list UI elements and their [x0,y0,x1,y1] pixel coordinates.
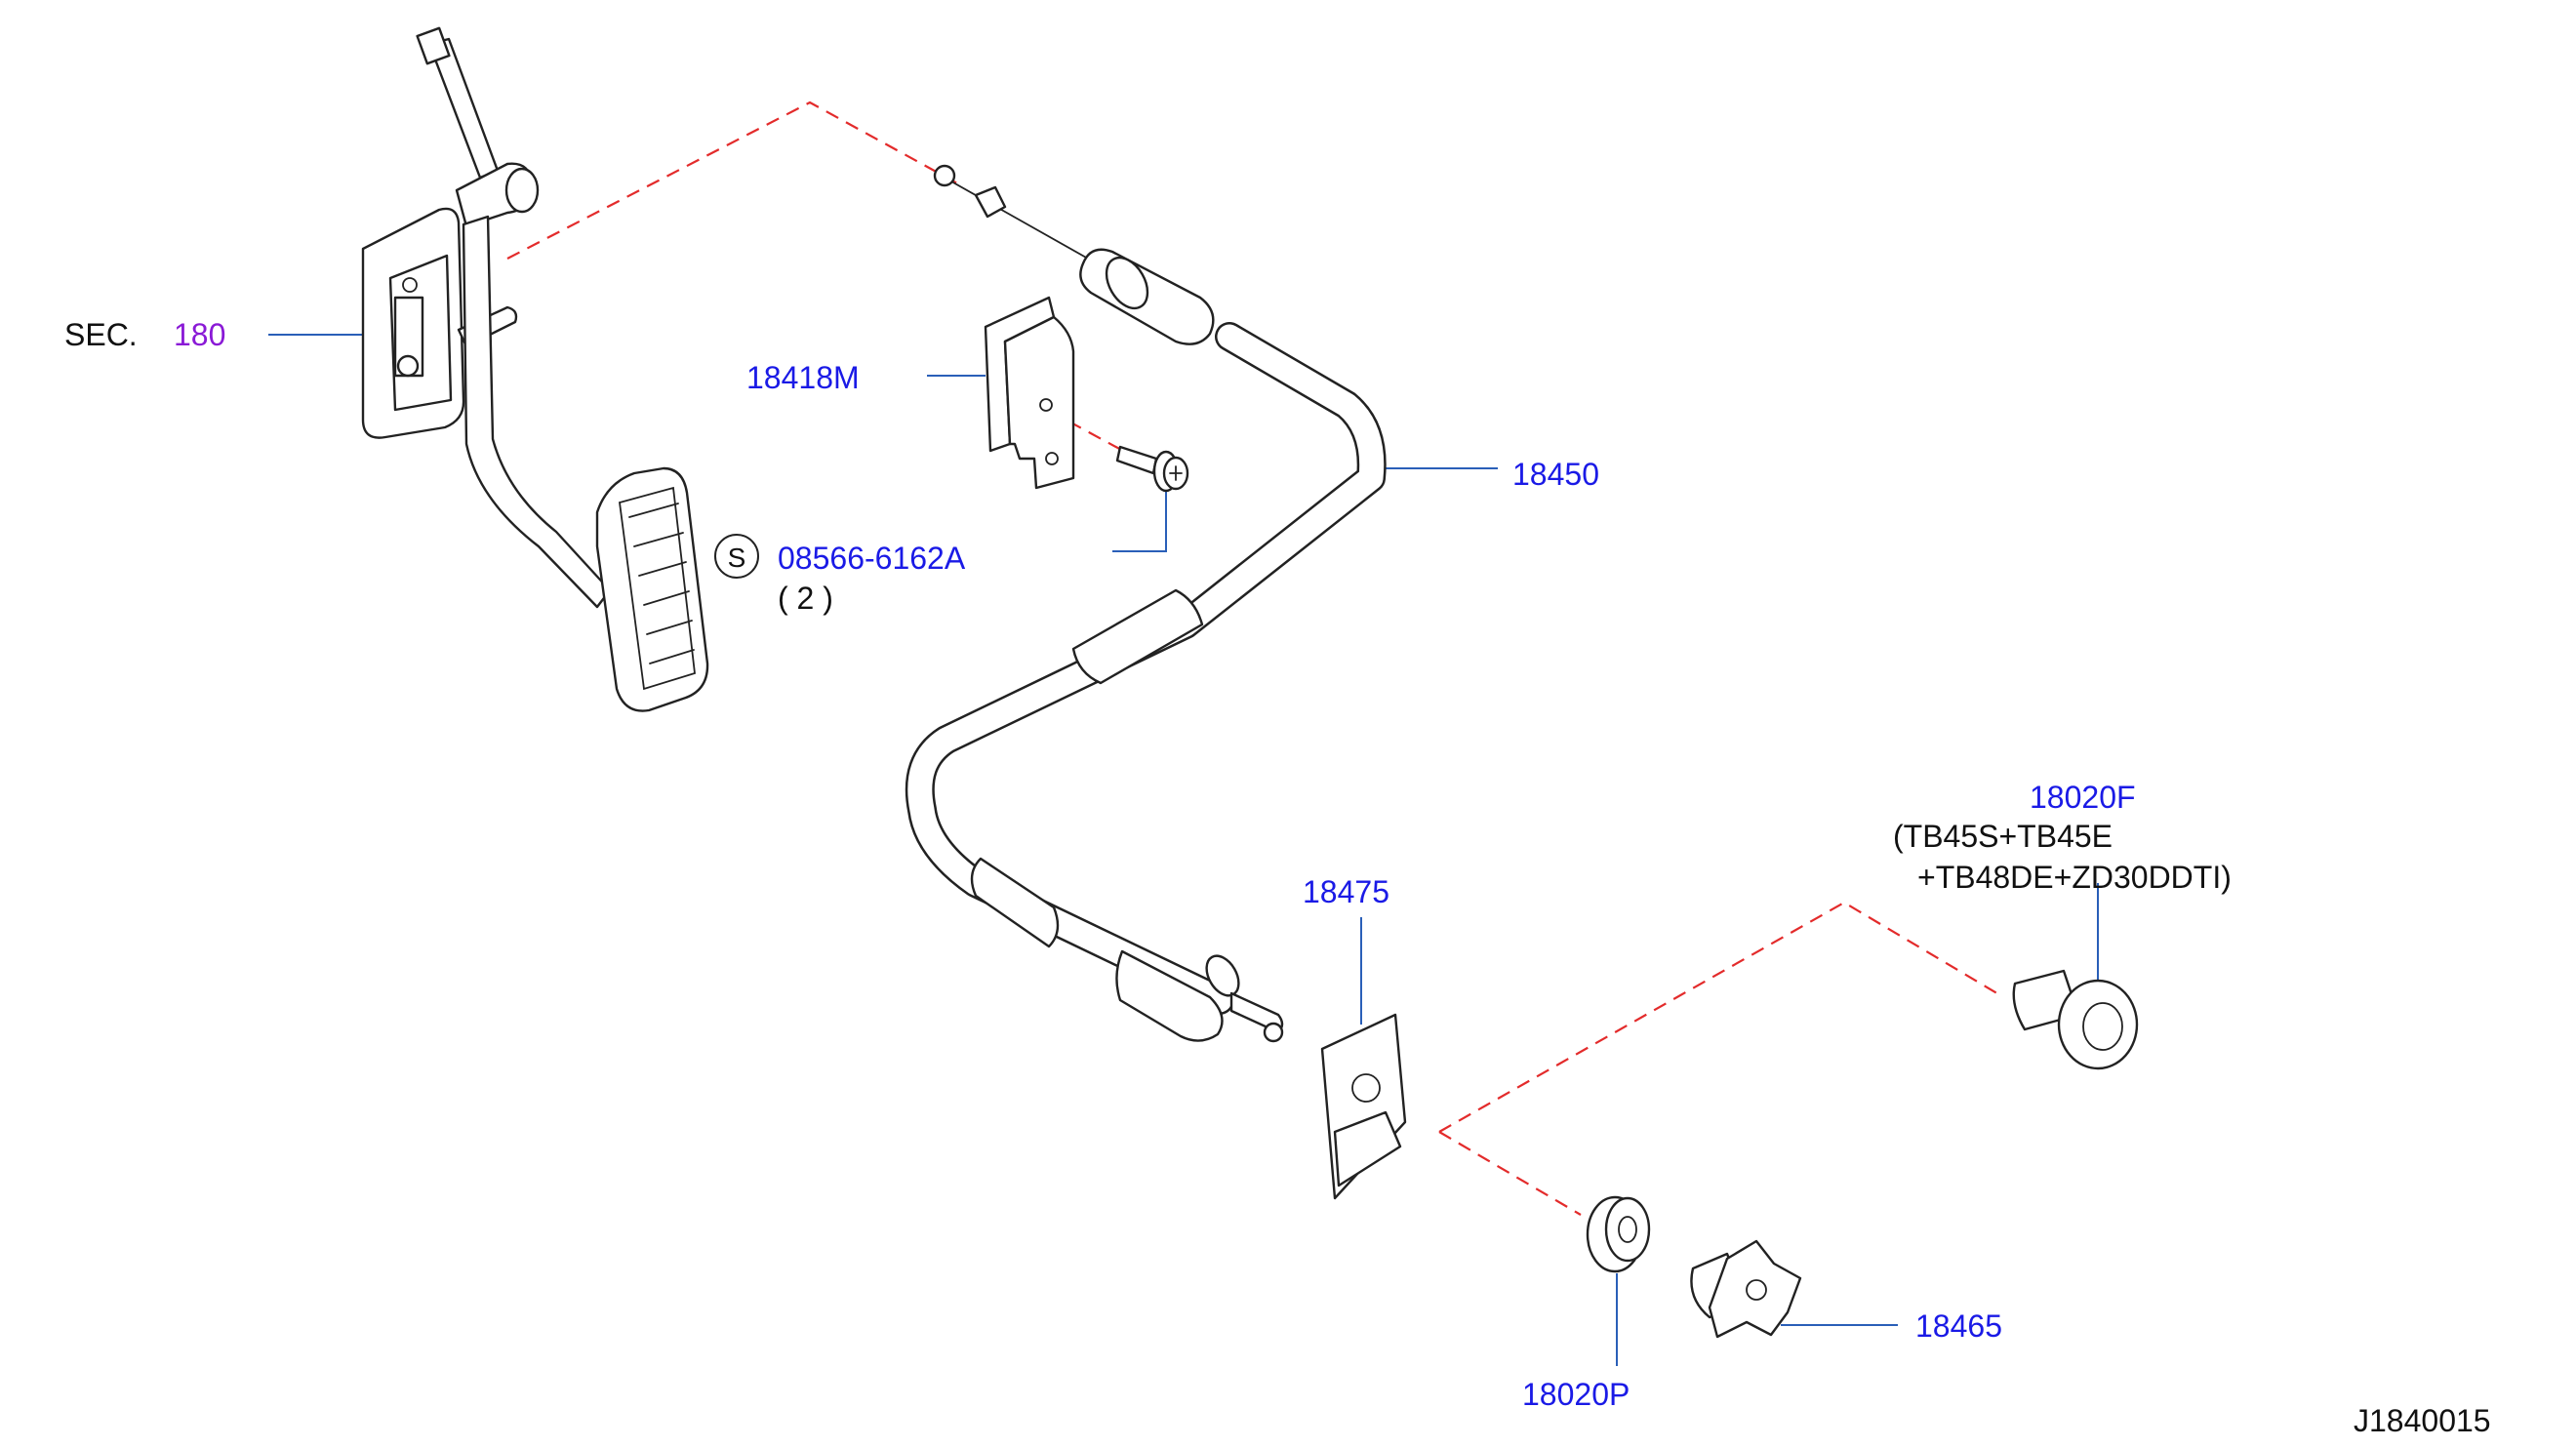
part-label-18418m[interactable]: 18418M [746,360,860,395]
clip-18020f-center [2082,1002,2123,1051]
part-label-18020p[interactable]: 18020P [1522,1377,1630,1412]
cable-pedal-end-nut [1105,256,1149,310]
bolt-cross-recess [1169,465,1183,481]
pedal-hook-cap [504,167,540,214]
pedal-pivot-hole [402,277,418,293]
applicability-line-1: (TB45S+TB45E [1893,819,2113,854]
bracket-hole-upper [1039,398,1053,412]
leader-bolt [1112,483,1167,552]
cable-housing-fill [907,324,1385,1013]
bracket-hole-lower [1045,452,1059,465]
cable-engine-end-pin [1263,1022,1284,1043]
sec-prefix-label: SEC. [64,317,138,352]
stopper-center [1746,1279,1767,1301]
sec-number-label[interactable]: 180 [174,317,225,352]
clip-bracket-hole [1351,1073,1381,1103]
guide-lines [506,101,2001,1216]
stopper-wings [1708,1239,1802,1339]
pedal-pad-grip [619,486,696,691]
cable-end-ball [933,164,956,187]
part-label-18020f[interactable]: 18020F [2030,780,2136,815]
stopper-18465 [1690,1239,1802,1339]
guide-bracket-to-grommet [1438,1131,1582,1216]
guide-bracket-to-clip [1438,901,2001,1133]
bracket-18418m [984,296,1075,490]
pedal-pad [595,466,709,712]
bolt-qty-label: ( 2 ) [778,581,833,616]
clip-18020f-head [2057,979,2139,1070]
cable-inner-wire [944,177,1089,260]
diagram-code-label: J1840015 [2354,1403,2491,1438]
pedal-lower-arm [462,215,612,609]
part-label-bolt[interactable]: 08566-6162A [778,541,966,576]
accelerator-cable [905,164,1387,1043]
bolt-symbol-letter: S [728,543,746,573]
part-label-18475[interactable]: 18475 [1303,874,1389,909]
part-label-18450[interactable]: 18450 [1512,457,1599,492]
clip-18020f [2012,969,2139,1070]
bolt-shank [1115,445,1158,475]
guide-pedal-to-cable [506,101,962,260]
bolt-symbol-circle [714,534,759,579]
bracket-side-flange [1003,315,1075,490]
cable-protector-lower [970,857,1060,948]
pedal-pivot-bolt-head [396,354,420,378]
accelerator-pedal-assembly [361,26,709,712]
grommet-face [1604,1196,1651,1263]
labels: SEC. 180 18418M 18450 S 08566-6162A ( 2 … [64,317,2491,1438]
part-label-18465[interactable]: 18465 [1915,1308,2002,1344]
pedal-arm-clevis [416,26,451,65]
grommet-18020p [1586,1195,1651,1273]
cable-wire-sleeve [974,185,1007,219]
leader-lines [268,334,2099,1366]
clip-bracket-tab [1333,1110,1402,1187]
bolt-08566 [1115,445,1189,493]
clip-bracket-18475 [1320,1013,1407,1200]
grommet-hole [1618,1216,1637,1243]
cable-protector-upper [1071,588,1204,685]
applicability-line-2: +TB48DE+ZD30DDTI) [1917,860,2232,895]
cable-engine-end-fitting [1115,949,1224,1042]
